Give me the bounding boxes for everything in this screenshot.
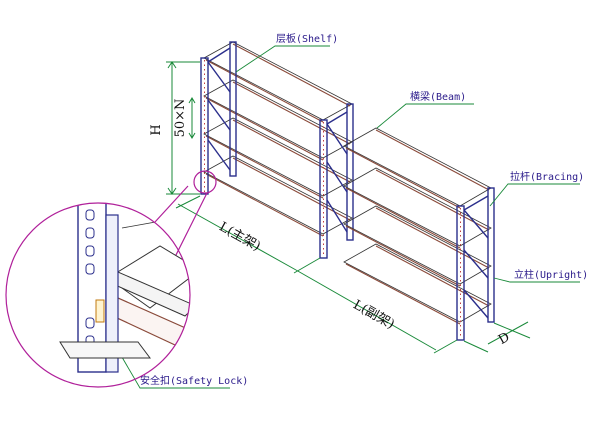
label-beam: 横梁(Beam) <box>410 90 466 103</box>
aux-rack-bracing <box>463 195 489 319</box>
dimension-length-main: L(主架) <box>216 220 262 255</box>
main-rack-beams <box>205 43 351 237</box>
main-rack-uprights <box>200 41 354 259</box>
aux-rack-beams <box>345 129 490 325</box>
aux-rack-uprights <box>456 187 495 341</box>
label-safety-lock: 安全扣(Safety Lock) <box>140 374 248 387</box>
safety-lock-part <box>95 299 105 323</box>
dimension-length-aux: L(副架) <box>350 298 396 333</box>
dimension-height: H <box>149 124 164 135</box>
main-rack <box>200 41 354 259</box>
dimension-depth: D <box>496 330 512 348</box>
aux-rack-shelves <box>343 127 492 323</box>
magnifier-detail <box>5 170 217 388</box>
aux-rack <box>343 127 495 341</box>
label-bracing: 拉杆(Bracing) <box>510 170 584 183</box>
dimension-lines <box>166 61 531 354</box>
main-rack-bracing <box>207 47 348 233</box>
label-shelf: 层板(Shelf) <box>276 32 338 45</box>
label-upright: 立柱(Upright) <box>514 268 588 281</box>
dimension-pitch: 50×N <box>173 99 188 138</box>
upright-slots <box>85 209 95 347</box>
